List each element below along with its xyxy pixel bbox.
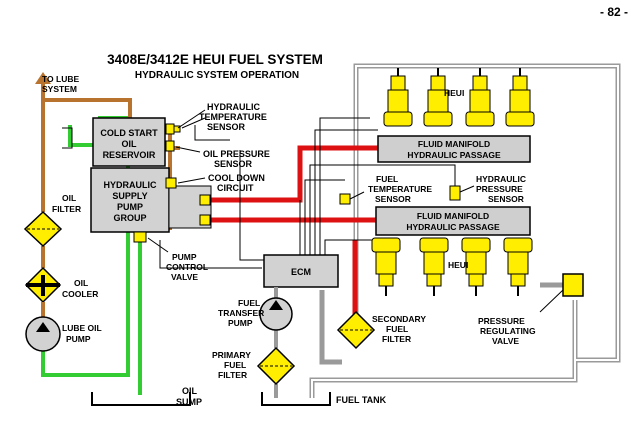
pump-control-label-3: VALVE bbox=[171, 272, 198, 282]
ecm-label: ECM bbox=[291, 267, 311, 277]
hyd-press-leader bbox=[459, 185, 475, 193]
fuel-transfer-label-3: PUMP bbox=[228, 318, 253, 328]
pump-control-label-2: CONTROL bbox=[166, 262, 208, 272]
heui-top-label: HEUI bbox=[444, 88, 464, 98]
fluid-manifold-top bbox=[377, 135, 531, 163]
primary-filter-label-1: PRIMARY bbox=[212, 350, 251, 360]
hyd-supply-label-3: PUMP bbox=[117, 202, 143, 212]
fuel-temp-label-3: SENSOR bbox=[375, 194, 411, 204]
manifold-top-label-1: FLUID MANIFOLD bbox=[418, 139, 490, 149]
primary-filter-label-3: FILTER bbox=[218, 370, 247, 380]
hyd-temp-sensor-tip bbox=[173, 125, 181, 133]
page-number: - 82 - bbox=[600, 5, 628, 19]
hydraulic-temperature-sensor bbox=[165, 123, 175, 135]
manifold-bot-label-2: HYDRAULIC PASSAGE bbox=[406, 222, 500, 232]
prv-label-1: PRESSURE bbox=[478, 316, 525, 326]
oil-cooler-label-2: COOLER bbox=[62, 289, 98, 299]
heui-injector-bottom-2 bbox=[419, 237, 449, 296]
hyd-supply-label-2: SUPPLY bbox=[112, 191, 147, 201]
to-lube-label-2: SYSTEM bbox=[42, 84, 77, 94]
oil-cooler-label-1: OIL bbox=[74, 278, 88, 288]
lube-arrow bbox=[35, 72, 51, 84]
fuel-transfer-label-2: TRANSFER bbox=[218, 308, 264, 318]
hp-outlet-fitting-1 bbox=[199, 194, 211, 206]
primary-filter-label-2: FUEL bbox=[224, 360, 246, 370]
prv-label-2: REGULATING bbox=[480, 326, 536, 336]
prv-label-3: VALVE bbox=[492, 336, 519, 346]
oil-cooler-cross bbox=[26, 275, 60, 296]
oil-press-label-1: OIL PRESSURE bbox=[203, 149, 270, 159]
left-leader-lines bbox=[147, 109, 206, 253]
secondary-filter-label-1: SECONDARY bbox=[372, 314, 426, 324]
pump-control-valve bbox=[133, 231, 147, 243]
hyd-supply-label-4: GROUP bbox=[113, 213, 146, 223]
hydraulic-pressure-sensor bbox=[449, 185, 461, 201]
hyd-temp-label-2: TEMPERATURE bbox=[199, 112, 267, 122]
secondary-filter-label-2: FUEL bbox=[386, 324, 408, 334]
pressure-regulating-valve bbox=[562, 273, 584, 297]
diagram-subtitle: HYDRAULIC SYSTEM OPERATION bbox=[135, 70, 299, 81]
cool-down-circuit-valve bbox=[165, 177, 177, 189]
hyd-supply-label-1: HYDRAULIC bbox=[104, 180, 157, 190]
cold-start-reservoir bbox=[92, 117, 166, 167]
manifold-bot-label-1: FLUID MANIFOLD bbox=[417, 211, 489, 221]
diagram-title: 3408E/3412E HEUI FUEL SYSTEM bbox=[107, 52, 323, 67]
heui-injector-top-1 bbox=[383, 68, 413, 127]
hyd-temp-label-3: SENSOR bbox=[207, 122, 246, 132]
cool-down-label-1: COOL DOWN bbox=[208, 173, 265, 183]
fuel-lines-inner bbox=[311, 65, 619, 398]
fuel-tank bbox=[261, 392, 331, 406]
prv-leader bbox=[539, 289, 564, 313]
heui-injector-bottom-1 bbox=[371, 237, 401, 296]
cold-start-label-3: RESERVOIR bbox=[103, 150, 156, 160]
oil-press-label-2: SENSOR bbox=[214, 159, 253, 169]
manifold-top-label-2: HYDRAULIC PASSAGE bbox=[407, 150, 501, 160]
breather-cap bbox=[62, 127, 73, 149]
cold-start-label-1: COLD START bbox=[100, 128, 158, 138]
fuel-temp-label-1: FUEL bbox=[376, 174, 398, 184]
fuel-temp-leader bbox=[349, 191, 365, 200]
fuel-pump-arrow-icon bbox=[269, 300, 283, 310]
hyd-press-label-2: PRESSURE bbox=[476, 184, 523, 194]
fuel-transfer-pump bbox=[259, 297, 293, 331]
lube-pump-arrow-icon bbox=[36, 322, 50, 332]
cold-start-label-2: OIL bbox=[122, 139, 138, 149]
lube-pump-label-1: LUBE OIL bbox=[62, 323, 102, 333]
oil-sump bbox=[91, 392, 191, 406]
secondary-filter-label-3: FILTER bbox=[382, 334, 411, 344]
cool-down-label-2: CIRCUIT bbox=[217, 183, 254, 193]
ecm-wires bbox=[159, 117, 456, 269]
heui-injectors-bottom bbox=[371, 237, 533, 296]
oil-sump-label-2: SUMP bbox=[176, 397, 202, 407]
lube-oil-pump bbox=[25, 316, 61, 352]
heui-injector-bottom-4 bbox=[503, 237, 533, 296]
oil-filter-label-1: OIL bbox=[62, 193, 76, 203]
oil-filter-label-2: FILTER bbox=[52, 204, 81, 214]
heui-injectors-top bbox=[383, 68, 535, 127]
fluid-manifold-bottom bbox=[375, 206, 531, 236]
fuel-transfer-label-1: FUEL bbox=[238, 298, 260, 308]
fuel-temperature-sensor bbox=[339, 193, 351, 205]
heui-injector-top-4 bbox=[505, 68, 535, 127]
heui-injector-top-2 bbox=[423, 68, 453, 127]
lube-pump-label-2: PUMP bbox=[66, 334, 91, 344]
heui-injector-top-3 bbox=[465, 68, 495, 127]
fuel-temp-label-2: TEMPERATURE bbox=[368, 184, 432, 194]
fuel-tank-label: FUEL TANK bbox=[336, 395, 387, 405]
heui-injector-bottom-3 bbox=[461, 237, 491, 296]
pump-control-label-1: PUMP bbox=[172, 252, 197, 262]
to-lube-label-1: TO LUBE bbox=[42, 74, 79, 84]
hyd-temp-label-1: HYDRAULIC bbox=[207, 102, 260, 112]
oil-sump-label-1: OIL bbox=[182, 386, 198, 396]
hyd-press-label-3: SENSOR bbox=[488, 194, 524, 204]
hp-outlet-fitting-2 bbox=[199, 214, 211, 226]
ecm bbox=[263, 254, 339, 288]
heui-bottom-label: HEUI bbox=[448, 260, 468, 270]
oil-pressure-sensor bbox=[165, 140, 175, 152]
hyd-press-label-1: HYDRAULIC bbox=[476, 174, 526, 184]
